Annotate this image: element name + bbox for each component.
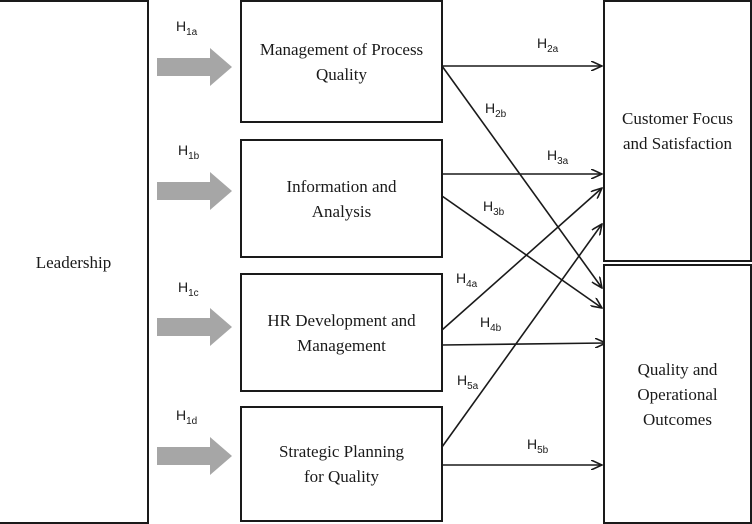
arrow-h1b — [157, 172, 232, 210]
leadership-box: Leadership — [0, 0, 149, 524]
customer-focus-line1: Customer Focus — [622, 109, 733, 128]
label-h2b-sub: 2b — [495, 109, 507, 120]
label-h5a: H5a — [457, 372, 478, 392]
label-h5b-sub: 5b — [537, 445, 549, 456]
label-h1a: H1a — [176, 18, 197, 38]
label-h5a-base: H — [457, 372, 468, 388]
label-h5a-sub: 5a — [467, 381, 479, 392]
process-quality-line1: Management of Process — [259, 39, 424, 59]
strategic-planning-line1: Strategic Planning — [278, 442, 405, 461]
hr-development-line1: HR Development and — [267, 310, 416, 330]
label-h1d: H1d — [176, 407, 197, 427]
label-h1b-base: H — [178, 142, 189, 158]
label-h4b-base: H — [480, 314, 491, 330]
label-h1b-sub: 1b — [188, 151, 200, 162]
customer-focus-line2: and Satisfaction — [622, 134, 733, 153]
label-h3a-sub: 3a — [557, 156, 569, 167]
arrow-h4b — [441, 343, 606, 345]
label-h1c-base: H — [178, 279, 189, 295]
customer-focus-box: Customer Focus and Satisfaction — [603, 0, 752, 262]
label-h1a-sub: 1a — [186, 27, 198, 38]
label-h2a-sub: 2a — [547, 44, 559, 55]
process-quality-line2: Quality — [316, 64, 367, 84]
label-h4b-sub: 4b — [490, 323, 502, 334]
hr-development-line2: Management — [297, 335, 386, 355]
arrow-h3b — [441, 195, 602, 308]
label-h2a: H2a — [537, 35, 558, 55]
quality-outcomes-line1: Quality and — [637, 359, 718, 379]
label-h3a: H3a — [547, 147, 568, 167]
label-h5b-base: H — [527, 436, 538, 452]
arrow-h4a — [441, 188, 602, 331]
hr-development-label: HR Development and Management — [267, 308, 415, 358]
arrow-h1a — [157, 48, 232, 86]
label-h3b-base: H — [483, 198, 494, 214]
label-h4a-base: H — [456, 270, 467, 286]
label-h3a-base: H — [547, 147, 558, 163]
quality-outcomes-line2: Operational — [637, 384, 718, 404]
label-h3b: H3b — [483, 198, 504, 218]
strategic-planning-line2: for Quality — [303, 467, 380, 486]
label-h1d-sub: 1d — [186, 416, 198, 427]
label-h1c: H1c — [178, 279, 199, 299]
information-analysis-line2: Analysis — [311, 201, 372, 221]
label-h1c-sub: 1c — [188, 288, 199, 299]
quality-outcomes-line3: Outcomes — [643, 409, 712, 429]
information-analysis-box: Information and Analysis — [240, 139, 443, 258]
leadership-label: Leadership — [35, 252, 112, 272]
label-h2a-base: H — [537, 35, 548, 51]
information-analysis-label: Information and Analysis — [287, 174, 397, 224]
label-h1b: H1b — [178, 142, 199, 162]
label-h2b-base: H — [485, 100, 496, 116]
strategic-planning-label: Strategic Planning for Quality — [279, 439, 404, 489]
process-quality-box: Management of Process Quality — [240, 0, 443, 123]
arrow-h2b — [441, 65, 602, 288]
quality-outcomes-label: Quality and Operational Outcomes — [637, 357, 717, 432]
label-h1d-base: H — [176, 407, 187, 423]
quality-outcomes-box: Quality and Operational Outcomes — [603, 264, 752, 524]
label-h4a-sub: 4a — [466, 279, 478, 290]
label-h1a-base: H — [176, 18, 187, 34]
hr-development-box: HR Development and Management — [240, 273, 443, 392]
customer-focus-label: Customer Focus and Satisfaction — [622, 106, 733, 156]
label-h4b: H4b — [480, 314, 501, 334]
label-h2b: H2b — [485, 100, 506, 120]
label-h4a: H4a — [456, 270, 477, 290]
label-h5b: H5b — [527, 436, 548, 456]
arrow-h1d — [157, 437, 232, 475]
information-analysis-line1: Information and — [286, 176, 397, 196]
arrow-h5a — [441, 224, 602, 448]
arrow-h1c — [157, 308, 232, 346]
process-quality-label: Management of Process Quality — [260, 37, 423, 87]
strategic-planning-box: Strategic Planning for Quality — [240, 406, 443, 522]
label-h3b-sub: 3b — [493, 207, 505, 218]
